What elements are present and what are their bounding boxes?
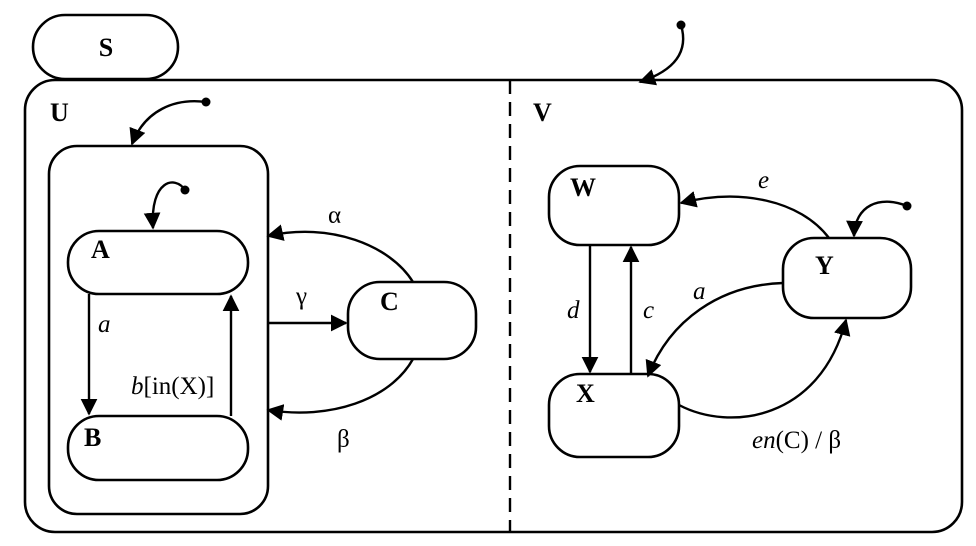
state-y-label: Y [815, 251, 834, 280]
state-b-box[interactable] [66, 414, 250, 482]
guard-event: b [131, 373, 144, 400]
transition-gamma-label: γ [295, 283, 307, 310]
state-b-label: B [84, 423, 101, 452]
transition-x-to-y-label: en(C) / β [752, 427, 841, 454]
state-a-box[interactable] [66, 229, 250, 296]
state-a-label: A [91, 235, 110, 264]
transition-y-to-x[interactable] [645, 281, 784, 378]
default-transition-container[interactable] [638, 24, 685, 86]
guard-condition: [in(X)] [144, 373, 215, 400]
transition-beta[interactable] [266, 358, 415, 421]
transition-b-to-a-label: b[in(X)] [131, 373, 214, 400]
state-w-label: W [570, 173, 596, 202]
transition-y-to-x-label: a [693, 278, 706, 305]
transition-w-to-x-label: d [567, 297, 580, 324]
region-v-label: V [533, 98, 552, 127]
state-x-box[interactable] [547, 372, 681, 459]
transition-beta-label: β [337, 426, 350, 453]
default-transition-ab[interactable] [129, 100, 207, 146]
default-transition-y[interactable] [846, 200, 908, 238]
state-y-box[interactable] [781, 236, 913, 320]
state-c-box[interactable] [346, 280, 478, 361]
region-u-label: U [50, 98, 69, 127]
en-event: en [752, 427, 776, 454]
transition-y-to-w-label: e [758, 167, 769, 194]
transition-x-to-w-label: c [643, 297, 654, 324]
container-uv-box[interactable] [23, 78, 964, 534]
transition-alpha[interactable] [266, 224, 415, 283]
state-x-label: X [576, 379, 595, 408]
transition-a-to-b-label: a [98, 311, 111, 338]
state-c-label: C [380, 287, 399, 316]
transition-y-to-w[interactable] [679, 191, 830, 239]
container-ab-box[interactable] [47, 144, 270, 516]
state-w-box[interactable] [547, 164, 681, 247]
transition-x-to-y[interactable] [678, 318, 851, 419]
state-s-label: S [99, 33, 113, 62]
transition-alpha-label: α [328, 202, 341, 229]
en-action: (C) / β [776, 427, 842, 454]
default-transition-a[interactable] [143, 181, 186, 230]
